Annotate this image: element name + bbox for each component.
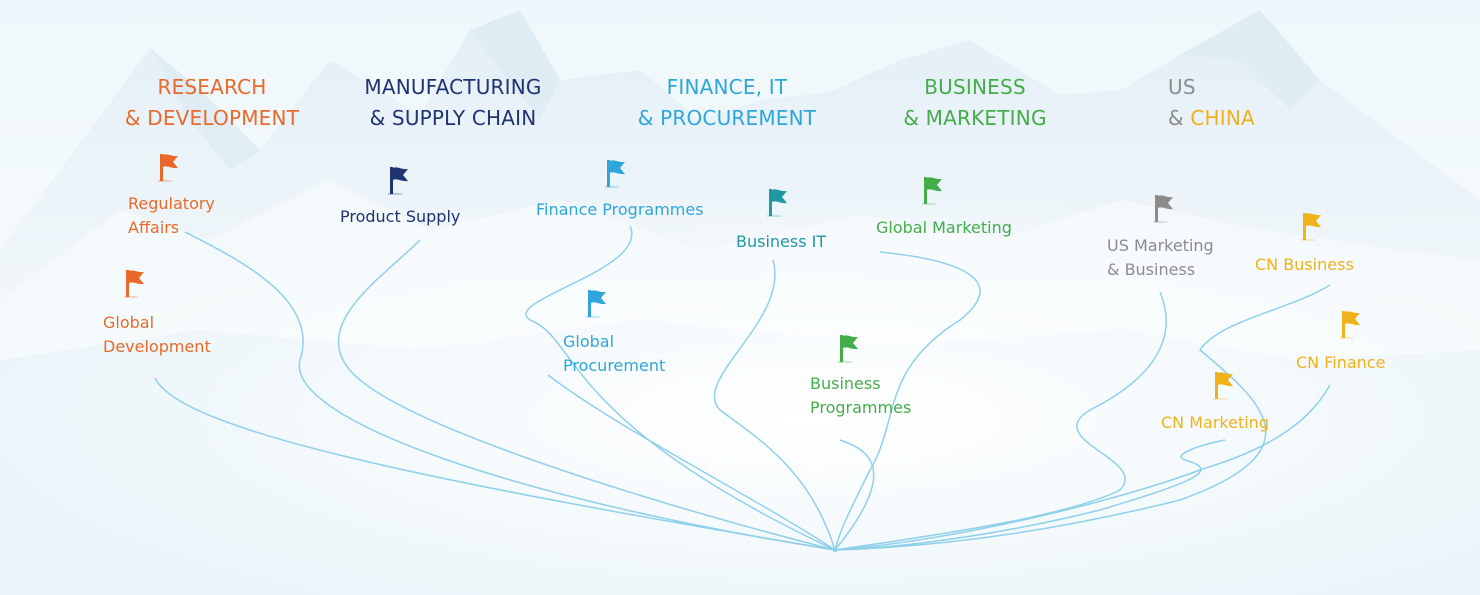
path-line [834, 284, 1331, 551]
path-line [834, 439, 875, 551]
node-label-line: Finance Programmes [536, 200, 704, 219]
flag-icon [922, 175, 946, 205]
path-line [154, 377, 836, 551]
flag-icon [1213, 370, 1237, 400]
node-label-line: Procurement [563, 356, 666, 375]
flag-icon [586, 288, 610, 318]
node-label-line: Global [103, 313, 155, 332]
path-line [834, 384, 1331, 551]
category-line2-prefix: & [1168, 106, 1191, 130]
path-line [525, 225, 836, 551]
node-label: Global Marketing [876, 216, 1012, 240]
category-line2: & SUPPLY CHAIN [369, 106, 537, 130]
node-label: Business IT [736, 230, 826, 254]
category-line1: MANUFACTURING [364, 75, 542, 99]
category-research-development: RESEARCH & DEVELOPMENT [112, 72, 312, 134]
node-label: Finance Programmes [536, 198, 704, 222]
node-label: CN Marketing [1161, 411, 1269, 435]
path-line [184, 231, 836, 551]
category-business-marketing: BUSINESS & MARKETING [880, 72, 1070, 134]
path-line [834, 439, 1226, 551]
category-finance-it-procurement: FINANCE, IT & PROCUREMENT [627, 72, 827, 134]
path-line [713, 259, 836, 551]
node-label-line: Development [103, 337, 211, 356]
flag-icon [1340, 309, 1364, 339]
flag-icon [767, 187, 791, 217]
flag-icon [124, 268, 148, 298]
path-lines [154, 225, 1331, 551]
node-label-line: Product Supply [340, 207, 461, 226]
flag-icon [605, 158, 629, 188]
category-line1: FINANCE, IT [666, 75, 788, 99]
flag-icon [1301, 211, 1325, 241]
category-line2: & MARKETING [903, 106, 1047, 130]
flag-icon [158, 152, 182, 182]
node-label-line: Global Marketing [876, 218, 1012, 237]
node-label-line: Regulatory [128, 194, 215, 213]
node-label-line: Affairs [128, 218, 180, 237]
path-line [337, 239, 836, 551]
flag-icon [838, 333, 862, 363]
base-point [833, 548, 837, 552]
category-us-china: US & CHINA [1168, 72, 1255, 134]
node-label-line: CN Marketing [1161, 413, 1269, 432]
category-line1: RESEARCH [157, 75, 267, 99]
path-line [834, 291, 1167, 551]
node-label-line: Business [810, 374, 881, 393]
flag-icon [1153, 193, 1177, 223]
node-label-line: Business IT [736, 232, 827, 251]
node-label-line: & Business [1107, 260, 1196, 279]
path-line [834, 251, 981, 551]
category-line2: & DEVELOPMENT [124, 106, 300, 130]
category-manufacturing-supply-chain: MANUFACTURING & SUPPLY CHAIN [348, 72, 558, 134]
node-label-line: CN Business [1255, 255, 1354, 274]
node-label: Product Supply [340, 205, 460, 229]
node-label-line: Programmes [810, 398, 912, 417]
category-line2-wrap: & CHINA [1168, 103, 1255, 134]
path-line [547, 374, 836, 551]
category-line1: US [1168, 75, 1196, 99]
flag-icon [388, 165, 412, 195]
category-line1: BUSINESS [924, 75, 1026, 99]
category-line2: CHINA [1190, 106, 1255, 130]
node-label-line: CN Finance [1296, 353, 1386, 372]
node-label-line: Global [563, 332, 615, 351]
node-label-line: US Marketing [1107, 236, 1214, 255]
node-label: CN Business [1255, 253, 1354, 277]
node-label: CN Finance [1296, 351, 1385, 375]
node-label: US Marketing & Business [1107, 234, 1214, 282]
category-line2: & PROCUREMENT [637, 106, 817, 130]
